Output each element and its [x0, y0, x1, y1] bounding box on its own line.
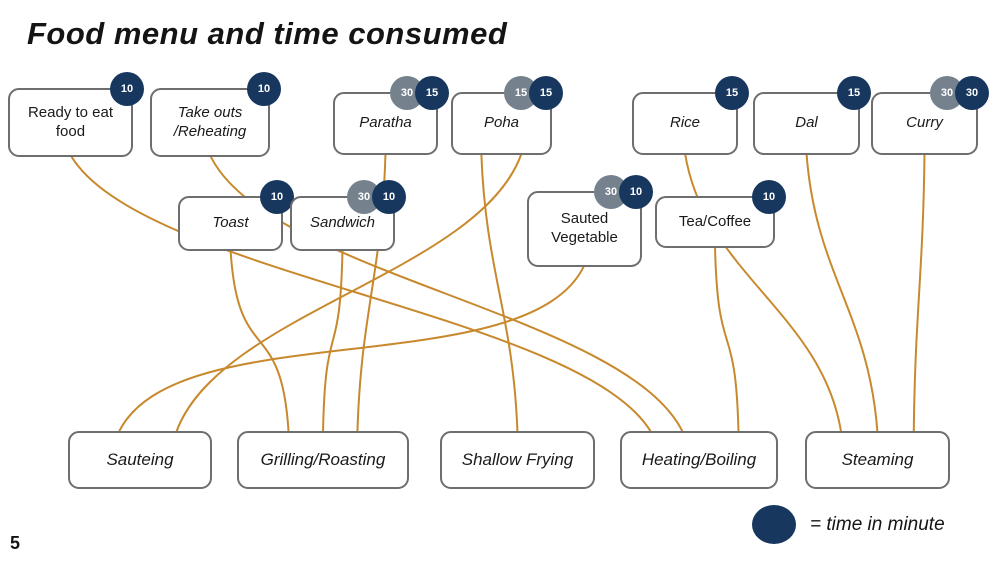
node-sauted-vegetable: Sauted Vegetable 30 10	[527, 175, 653, 267]
node-rice: Rice 15	[632, 76, 749, 155]
node-label: Sandwich	[309, 214, 376, 232]
time-badges: 15	[837, 76, 871, 110]
time-badges: 30 15	[390, 76, 449, 110]
legend: = time in minute	[752, 505, 945, 544]
time-badge: 10	[372, 180, 406, 214]
time-badge: 10	[752, 180, 786, 214]
node-paratha: Paratha 30 15	[333, 76, 449, 155]
page-title: Food menu and time consumed	[27, 16, 508, 51]
time-badge: 15	[529, 76, 563, 110]
node-label: Steaming	[841, 450, 914, 470]
time-badges: 30 10	[594, 175, 653, 209]
node-label: Sauted Vegetable	[551, 210, 618, 246]
node-label: Rice	[669, 114, 700, 132]
node-tea-coffee: Tea/Coffee 10	[655, 180, 786, 248]
node-label: Take outs /Reheating	[173, 103, 247, 140]
node-label: Shallow Frying	[461, 450, 574, 470]
time-badge: 15	[837, 76, 871, 110]
node-label: Grilling/Roasting	[260, 450, 386, 470]
time-badges: 15	[715, 76, 749, 110]
node-sandwich: Sandwich 30 10	[290, 180, 406, 251]
time-badge: 10	[110, 72, 144, 106]
node-label: Dal	[795, 114, 818, 132]
time-badges: 30 10	[347, 180, 406, 214]
node-label: Heating/Boiling	[641, 450, 757, 470]
node-ready-to-eat-food: Ready to eat food 10	[8, 72, 144, 157]
time-badges: 30 30	[930, 76, 989, 110]
node-poha: Poha 15 15	[451, 76, 563, 155]
node-grilling-roasting: Grilling/Roasting	[237, 431, 409, 489]
node-dal: Dal 15	[753, 76, 871, 155]
node-label: Curry	[906, 114, 943, 132]
time-badge: 30	[955, 76, 989, 110]
time-badge: 10	[619, 175, 653, 209]
node-curry: Curry 30 30	[871, 76, 989, 155]
time-badges: 10	[752, 180, 786, 214]
time-badge: 10	[247, 72, 281, 106]
node-label: Ready to eat food	[27, 103, 114, 140]
node-label: Paratha	[359, 114, 412, 132]
time-badge: 10	[260, 180, 294, 214]
time-badge: 15	[715, 76, 749, 110]
time-badges: 15 15	[504, 76, 563, 110]
node-label: Sauteing	[106, 450, 174, 470]
node-take-outs-reheating: Take outs /Reheating 10	[150, 72, 281, 157]
time-badges: 10	[110, 72, 144, 106]
node-label: Tea/Coffee	[678, 212, 752, 230]
time-badges: 10	[260, 180, 294, 214]
legend-time-dot-icon	[752, 505, 796, 544]
time-badges: 10	[247, 72, 281, 106]
legend-text: = time in minute	[810, 513, 945, 535]
node-label: Toast	[212, 214, 249, 232]
node-sauteing: Sauteing	[68, 431, 212, 489]
node-label: Poha	[483, 114, 520, 132]
node-heating-boiling: Heating/Boiling	[620, 431, 778, 489]
page-number: 5	[10, 533, 21, 553]
time-badge: 15	[415, 76, 449, 110]
node-shallow-frying: Shallow Frying	[440, 431, 595, 489]
node-steaming: Steaming	[805, 431, 950, 489]
node-toast: Toast 10	[178, 180, 294, 251]
